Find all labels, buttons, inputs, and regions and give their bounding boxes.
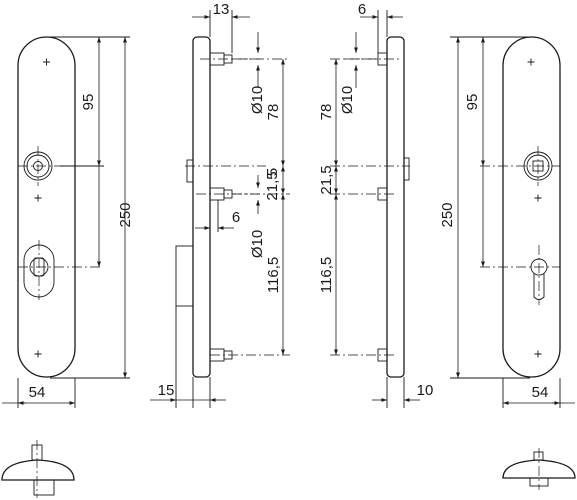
right-height-label: 250 (439, 202, 456, 227)
left-side-thickness-label: 15 (158, 382, 175, 399)
left-distance-label: 95 (80, 94, 97, 111)
left-front-plate (17, 36, 76, 378)
left-side-pin-offset-label: 6 (232, 209, 240, 226)
right-side-view: 6 Ø10 78 21,5 116,5 10 (318, 1, 433, 408)
left-side-diameter-lower-label: Ø10 (249, 230, 266, 258)
right-side-plate (386, 36, 405, 378)
right-side-thickness-label: 10 (417, 382, 434, 399)
left-front-view: 250 95 54 (2, 36, 134, 408)
right-side-lower-label: 116,5 (318, 257, 335, 293)
left-spindle-hole (18, 146, 60, 186)
left-side-upper-label: 78 (265, 104, 282, 121)
right-top-view (502, 448, 576, 490)
left-side-top-offset-label: 13 (213, 1, 230, 18)
left-side-view: 13 Ø10 78 5 21,5 6 Ø10 116,5 15 (150, 1, 290, 408)
right-width-label: 54 (532, 384, 549, 401)
left-mid-screw-mark (34, 194, 42, 202)
left-bottom-screw-mark (34, 350, 42, 358)
right-mid-screw-mark (534, 194, 542, 202)
right-side-upper-label: 78 (318, 104, 335, 121)
right-side-diameter-label: Ø10 (339, 86, 356, 114)
left-side-plate (192, 36, 211, 378)
left-width-label: 54 (29, 384, 46, 401)
right-side-mid-label: 21,5 (318, 165, 335, 194)
right-front-plate (502, 36, 561, 378)
left-top-view (1, 440, 75, 498)
left-cylinder-hole (18, 240, 100, 300)
right-side-top-offset-label: 6 (358, 1, 366, 18)
right-distance-label: 95 (464, 94, 481, 111)
left-height-label: 250 (117, 202, 134, 227)
right-bottom-screw-mark (534, 350, 542, 358)
left-side-lower-label: 116,5 (265, 257, 282, 293)
right-cylinder-hole (480, 245, 560, 305)
left-side-top-pin (209, 52, 260, 66)
right-top-screw-mark (527, 58, 535, 66)
right-spindle-hole (480, 146, 560, 186)
left-top-screw-mark (43, 58, 50, 66)
left-side-mid2-label: 21,5 (264, 171, 281, 200)
left-side-diameter-label: Ø10 (249, 86, 266, 114)
left-side-mid-label: 5 (264, 168, 281, 176)
right-front-view: 250 95 54 (439, 36, 575, 408)
